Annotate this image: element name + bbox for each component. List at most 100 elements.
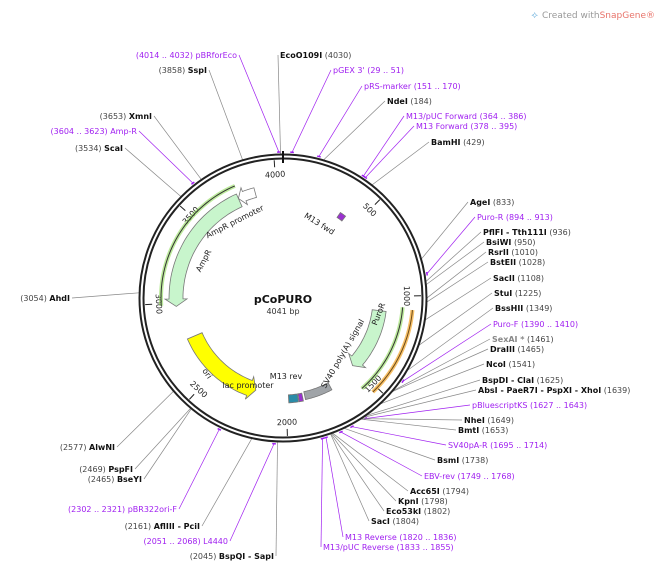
primer-label-puro-f[interactable]: Puro-F (1390 .. 1410) [493, 320, 578, 329]
leader-line [426, 241, 485, 285]
primer-label-m13-reverse[interactable]: M13 Reverse (1820 .. 1836) [345, 533, 456, 542]
primer-label-prs-marker[interactable]: pRS-marker (151 .. 170) [364, 82, 461, 91]
enzyme-site-bsteii[interactable]: BstEII (1028) [490, 258, 545, 267]
enzyme-site-ndei[interactable]: NdeI (184) [387, 97, 432, 106]
site-position: (1639) [604, 386, 631, 395]
enzyme-site-draiii[interactable]: DraIII (1465) [490, 345, 544, 354]
site-position: (2045) [190, 552, 217, 561]
primer-label-l4440[interactable]: (2051 .. 2068) L4440 [143, 537, 228, 546]
site-name: SexAI * [492, 335, 525, 344]
enzyme-site-bsshii[interactable]: BssHII (1349) [495, 304, 552, 313]
enzyme-site-eco53ki[interactable]: Eco53kI (1802) [386, 507, 450, 516]
feature-lac-promoter[interactable] [287, 393, 299, 404]
primer-label-amp-r[interactable]: (3604 .. 3623) Amp-R [51, 127, 138, 136]
site-name: NheI [464, 416, 485, 425]
site-position: (2302 .. 2321) [68, 505, 125, 514]
primer-label-m13-forward[interactable]: M13 Forward (378 .. 395) [416, 122, 517, 131]
ampr-orf-line [160, 185, 236, 306]
enzyme-site-scai[interactable]: (3534) ScaI [75, 144, 123, 153]
enzyme-site-acc65i[interactable]: Acc65I (1794) [410, 487, 469, 496]
snapgene-branding: ⟡ Created with SnapGene® [531, 10, 655, 21]
enzyme-site-xmni[interactable]: (3653) XmnI [100, 112, 152, 121]
enzyme-site-kpni[interactable]: KpnI (1798) [398, 497, 448, 506]
site-position: (1804) [392, 517, 419, 526]
primer-label-pbr322ori-f[interactable]: (2302 .. 2321) pBR322ori-F [68, 505, 177, 514]
primer-label-puro-r[interactable]: Puro-R (894 .. 913) [477, 213, 553, 222]
feature-puror[interactable] [347, 309, 387, 369]
leader-line [402, 323, 492, 382]
feature-sv40-poly-a-signal[interactable] [303, 382, 333, 400]
enzyme-site-bseyi[interactable]: (2465) BseYI [88, 475, 142, 484]
enzyme-site-pspfi[interactable]: (2469) PspFI [79, 465, 133, 474]
site-position: (29 .. 51) [367, 66, 404, 75]
site-position: (1461) [527, 335, 554, 344]
enzyme-site-agei[interactable]: AgeI (833) [470, 198, 514, 207]
enzyme-site-rsrii[interactable]: RsrII (1010) [488, 248, 538, 257]
site-name: Acc65I [410, 487, 440, 496]
enzyme-site-bmti[interactable]: BmtI (1653) [458, 426, 508, 435]
primer-label-pgex-3[interactable]: pGEX 3' (29 .. 51) [333, 66, 404, 75]
primer-label-m13-puc-forward[interactable]: M13/pUC Forward (364 .. 386) [406, 112, 527, 121]
enzyme-site-bsmi[interactable]: BsmI (1738) [437, 456, 488, 465]
site-labels: (4014 .. 4032) pBRforEco (3858) SspI EcoO1… [20, 51, 630, 561]
enzyme-site-afliii-pcii[interactable]: (2161) AflIII - PciI [125, 522, 200, 531]
primer-binding-mark [317, 155, 321, 158]
leader-line [325, 437, 344, 538]
site-name: DraIII [490, 345, 515, 354]
feature-ampr[interactable] [163, 193, 243, 307]
site-position: (1541) [508, 360, 535, 369]
site-name: BmtI [458, 426, 479, 435]
enzyme-site-alwni[interactable]: (2577) AlwNI [60, 443, 115, 452]
enzyme-site-saci[interactable]: SacI (1804) [371, 517, 419, 526]
leader-line [238, 54, 280, 153]
enzyme-site-ncoi[interactable]: NcoI (1541) [486, 360, 535, 369]
enzyme-site-ahdi[interactable]: (3054) AhdI [20, 294, 70, 303]
features [158, 184, 415, 404]
leader-line [208, 69, 243, 160]
snapgene-logo-icon: ⟡ [531, 10, 539, 21]
site-position: (2051 .. 2068) [143, 537, 200, 546]
site-position: (1802) [424, 507, 451, 516]
enzyme-site-sacii[interactable]: SacII (1108) [493, 274, 544, 283]
site-name: RsrII [488, 248, 509, 257]
feature-ampr-promoter[interactable] [237, 186, 257, 206]
primer-label-ebv-rev[interactable]: EBV-rev (1749 .. 1768) [424, 472, 515, 481]
site-name: EcoO109I [280, 51, 322, 60]
enzyme-site-nhei[interactable]: NheI (1649) [464, 416, 514, 425]
site-position: (1225) [515, 289, 542, 298]
enzyme-site-pflfi-tth111i[interactable]: PflFI - Tth111I (936) [483, 228, 571, 237]
feature-m13-rev[interactable] [297, 392, 304, 403]
enzyme-site-ecoo109i[interactable]: EcoO109I (4030) [280, 51, 351, 60]
tick-mark [189, 393, 195, 400]
feature-ori[interactable] [186, 332, 257, 400]
enzyme-site-stui[interactable]: StuI (1225) [494, 289, 541, 298]
feature-label: AmpR [194, 248, 213, 274]
primer-label-pbluescriptks[interactable]: pBluescriptKS (1627 .. 1643) [472, 401, 587, 410]
feature-m13-fwd[interactable] [336, 211, 347, 222]
enzyme-site-bamhi[interactable]: BamHI (429) [431, 138, 485, 147]
leader-line [153, 115, 202, 180]
site-name: StuI [494, 289, 512, 298]
enzyme-site-bsiwi[interactable]: BsiWI (950) [486, 238, 535, 247]
primer-label-sv40pa-r[interactable]: SV40pA-R (1695 .. 1714) [448, 441, 547, 450]
enzyme-site-absi-paer7i-pspxi-xhoi[interactable]: AbsI - PaeR7I - PspXI - XhoI (1639) [478, 386, 630, 395]
tick-label: 4000 [265, 170, 286, 180]
site-name: BamHI [431, 138, 461, 147]
site-name: ScaI [104, 144, 123, 153]
site-position: (429) [463, 138, 485, 147]
enzyme-site-bspqi-sapi[interactable]: (2045) BspQI - SapI [190, 552, 274, 561]
site-name: Amp-R [110, 127, 137, 136]
leader-line [426, 216, 476, 274]
primer-binding-mark [401, 379, 405, 384]
leader-line [229, 443, 275, 542]
site-position: (1627 .. 1643) [530, 401, 587, 410]
enzyme-site-bspdi-clai[interactable]: BspDI - ClaI (1625) [482, 376, 563, 385]
site-position: (894 .. 913) [506, 213, 553, 222]
primer-label-pbrforeco[interactable]: (4014 .. 4032) pBRforEco [136, 51, 237, 60]
primer-label-m13-puc-reverse[interactable]: M13/pUC Reverse (1833 .. 1855) [323, 543, 454, 552]
enzyme-site-sspi[interactable]: (3858) SspI [159, 66, 207, 75]
site-name: BsiWI [486, 238, 511, 247]
enzyme-site-sexai[interactable]: SexAI * (1461) [492, 335, 554, 344]
site-name: pBRforEco [196, 51, 238, 60]
puror-orf-line [361, 307, 404, 389]
